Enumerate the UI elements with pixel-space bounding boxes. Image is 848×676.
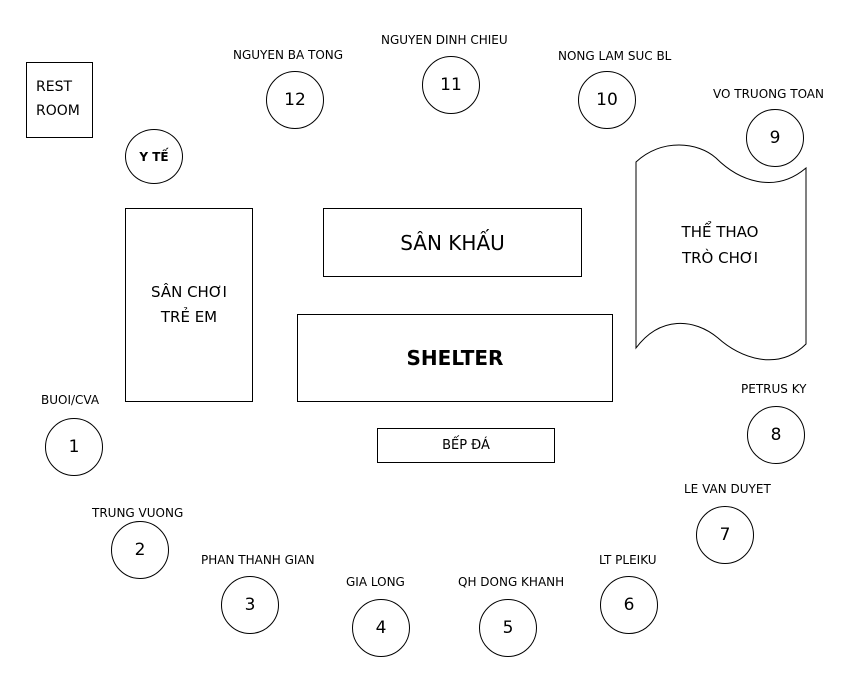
booth-8-number: 8 (770, 425, 782, 445)
stage-box: SÂN KHẤU (323, 208, 582, 277)
restroom-label-line2: ROOM (36, 103, 80, 119)
booth-6-number: 6 (623, 595, 635, 615)
booth-11-name: NGUYEN DINH CHIEU (381, 33, 508, 47)
booth-6-name: LT PLEIKU (599, 553, 657, 567)
booth-2-circle: 2 (111, 521, 169, 579)
restroom-box: REST ROOM (26, 62, 93, 138)
sports-games-label: THỂ THAO TRÒ CHƠI (650, 220, 790, 271)
booth-2-name: TRUNG VUONG (92, 506, 184, 520)
booth-6-circle: 6 (600, 576, 658, 634)
booth-1-name: BUOI/CVA (41, 393, 100, 407)
playground-box: SÂN CHƠI TRẺ EM (125, 208, 253, 402)
stage-label: SÂN KHẤU (400, 230, 505, 255)
playground-label-line1: SÂN CHƠI (151, 282, 227, 301)
booth-5-number: 5 (502, 618, 514, 638)
booth-4-name: GIA LONG (346, 575, 405, 589)
booth-5-circle: 5 (479, 599, 537, 657)
booth-9-circle: 9 (746, 109, 804, 167)
booth-3-number: 3 (244, 595, 256, 615)
playground-label-line2: TRẺ EM (160, 308, 218, 326)
booth-3-name: PHAN THANH GIAN (201, 553, 315, 567)
booth-9-number: 9 (769, 128, 781, 148)
booth-12-circle: 12 (266, 71, 324, 129)
booth-1-number: 1 (68, 437, 80, 457)
booth-5-name: QH DONG KHANH (458, 575, 565, 589)
booth-1-circle: 1 (45, 418, 103, 476)
booth-7-circle: 7 (696, 506, 754, 564)
booth-10-circle: 10 (578, 71, 636, 129)
sports-games-shape (635, 144, 807, 361)
booth-7-name: LE VAN DUYET (684, 482, 771, 496)
booth-11-number: 11 (440, 75, 462, 95)
booth-12-name: NGUYEN BA TONG (233, 48, 344, 62)
booth-8-circle: 8 (747, 406, 805, 464)
shelter-box: SHELTER (297, 314, 613, 402)
stone-kitchen-label: BẾP ĐÁ (442, 438, 490, 453)
booth-8-name: PETRUS KY (741, 382, 807, 396)
booth-7-number: 7 (719, 525, 731, 545)
first-aid-circle: Y TẾ (125, 129, 183, 184)
booth-4-number: 4 (375, 618, 387, 638)
stone-kitchen-box: BẾP ĐÁ (377, 428, 555, 463)
booth-3-circle: 3 (221, 576, 279, 634)
booth-11-circle: 11 (422, 56, 480, 114)
first-aid-label: Y TẾ (139, 149, 169, 164)
booth-4-circle: 4 (352, 599, 410, 657)
booth-12-number: 12 (284, 90, 306, 110)
shelter-label: SHELTER (406, 346, 504, 370)
booth-2-number: 2 (134, 540, 146, 560)
sports-games-label-line2: TRÒ CHƠI (681, 248, 759, 267)
restroom-label-line1: REST (36, 79, 73, 96)
booth-10-number: 10 (596, 90, 618, 110)
booth-10-name: NONG LAM SUC BL (558, 49, 672, 63)
booth-9-name: VO TRUONG TOAN (713, 87, 824, 101)
sports-games-label-line1: THỂ THAO (681, 223, 759, 241)
